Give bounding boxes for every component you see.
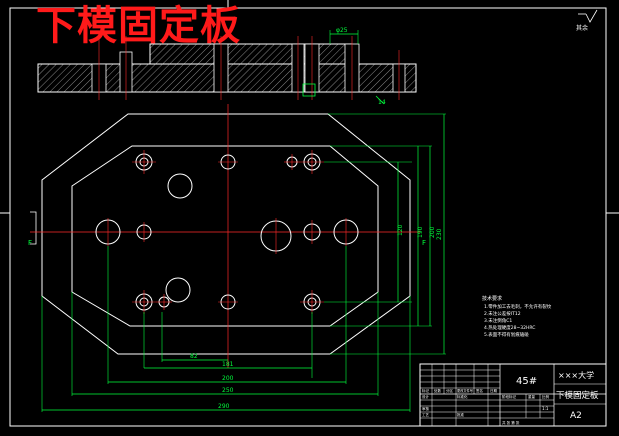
notes-heading: 技术要求 bbox=[482, 295, 502, 302]
tb-label-process: 工艺 bbox=[422, 412, 430, 417]
tb-label-change-doc: 更改文件号 bbox=[457, 388, 473, 393]
part-name: 下模固定板 bbox=[556, 390, 599, 401]
title-block: 标记 处数 分区 更改文件号 签名 日期 设计 标准化 阶段标记 重量 比例 1… bbox=[419, 363, 607, 427]
sheet-size: A2 bbox=[570, 411, 582, 421]
tb-label-mark: 标记 bbox=[422, 388, 430, 393]
roughness-symbol: 其余 bbox=[576, 9, 598, 32]
plate-outline bbox=[41, 113, 411, 355]
school-name: ×××大学 bbox=[558, 370, 594, 380]
inner-profile bbox=[71, 145, 379, 327]
material-text: 45# bbox=[516, 376, 537, 387]
section-marker-right: F bbox=[422, 239, 426, 247]
section-top-dim: φ25 bbox=[336, 27, 348, 34]
drawing-title: 下模固定板 bbox=[36, 3, 241, 49]
note-line-4: 4.热处理硬度28~32HRC bbox=[484, 324, 535, 331]
note-line-2: 2.未注公差按IT12 bbox=[484, 310, 521, 317]
note-line-1: 1.零件加工去毛刺，不允许有裂纹 bbox=[484, 303, 552, 310]
tb-label-sheets: 共 张 第 张 bbox=[502, 420, 520, 425]
dim-200: 200 bbox=[222, 375, 234, 382]
dim-290: 290 bbox=[218, 403, 230, 410]
tb-label-design: 设计 bbox=[422, 394, 430, 399]
tb-label-sign: 签名 bbox=[476, 388, 483, 393]
dim-82: 82 bbox=[190, 353, 198, 360]
note-line-5: 5.表面不得有划痕磕碰 bbox=[484, 331, 529, 338]
tb-scale-value: 1:1 bbox=[542, 406, 549, 411]
section-dim-7: 14 bbox=[378, 99, 386, 106]
drawing-frame bbox=[9, 7, 607, 427]
tb-label-scale: 比例 bbox=[542, 394, 550, 399]
tb-label-approve: 批准 bbox=[457, 412, 465, 417]
dim-250: 250 bbox=[222, 387, 234, 394]
dim-v-190: 190 bbox=[417, 226, 424, 238]
tb-label-stage: 阶段标记 bbox=[502, 394, 516, 399]
technical-notes: 技术要求 1.零件加工去毛刺，不允许有裂纹 2.未注公差按IT12 3.未注倒角… bbox=[482, 295, 552, 338]
dim-v-200: 200 bbox=[429, 226, 436, 238]
tb-label-date: 日期 bbox=[490, 388, 498, 393]
tb-label-zone: 分区 bbox=[446, 388, 454, 393]
dim-181: 181 bbox=[222, 361, 234, 368]
tb-label-standard: 标准化 bbox=[457, 394, 468, 399]
tb-label-weight: 重量 bbox=[528, 394, 536, 399]
tb-label-review: 审核 bbox=[422, 406, 430, 411]
dim-v-230: 230 bbox=[436, 228, 443, 240]
tb-label-count: 处数 bbox=[434, 388, 442, 393]
plan-view: 82 181 200 250 290 120 190 200 230 F F bbox=[28, 104, 446, 412]
section-marker-left: F bbox=[28, 239, 32, 247]
dim-v-120: 120 bbox=[397, 224, 404, 236]
note-line-3: 3.未注倒角C1 bbox=[484, 317, 512, 324]
section-view: φ25 14 bbox=[37, 27, 417, 106]
roughness-label: 其余 bbox=[576, 24, 588, 32]
